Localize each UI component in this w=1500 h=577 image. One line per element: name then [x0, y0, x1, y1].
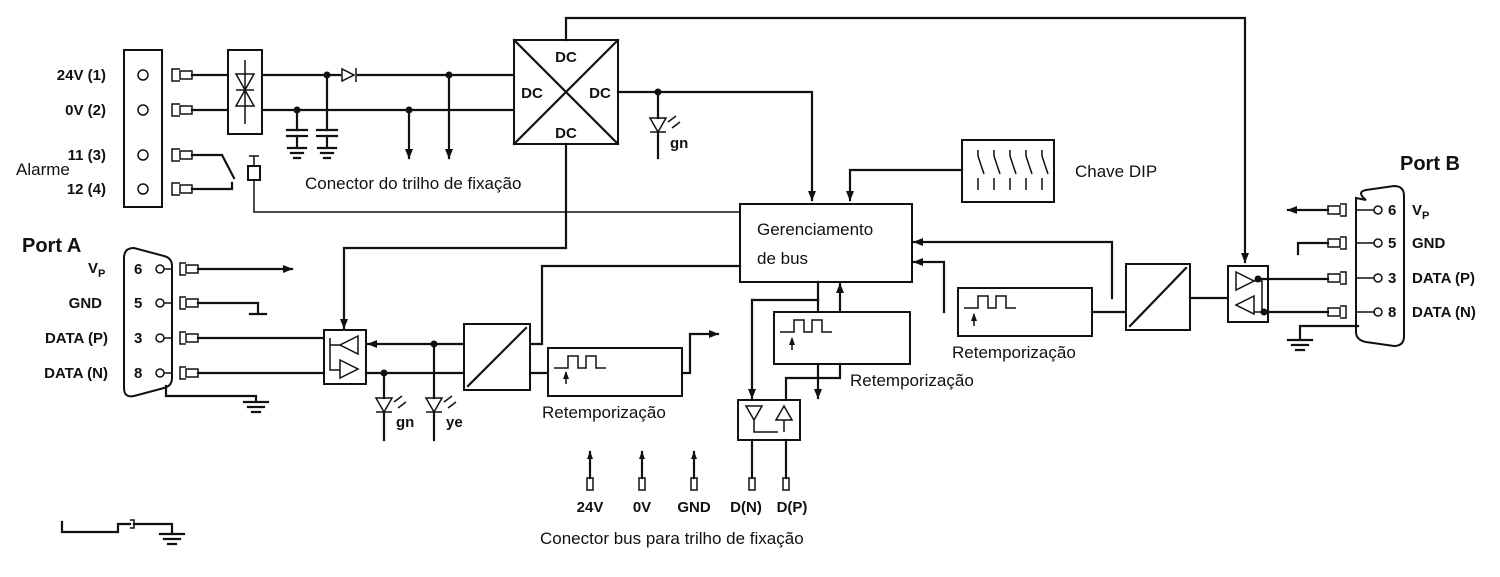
rail-connector-label: Conector do trilho de fixação — [305, 174, 521, 193]
retiming-middle-block — [773, 311, 911, 365]
retiming-middle-label: Retemporização — [850, 371, 974, 390]
port-a-pin5: 5 — [134, 295, 142, 312]
port-b-connector — [1355, 184, 1405, 348]
port-a-pin8: 8 — [134, 365, 142, 382]
bus-management-block — [739, 203, 913, 283]
bus-pin-gnd: GND — [677, 499, 711, 516]
port-b-gnd-label: GND — [1412, 235, 1446, 252]
bus-pin-dn: D(N) — [730, 499, 762, 516]
surge-protection — [227, 49, 263, 135]
terminal-11-label: 11 (3) — [68, 147, 106, 164]
alarm-relay-icon — [247, 155, 740, 213]
port-a-yellow-led-label: ye — [446, 414, 463, 431]
terminal-24v-label: 24V (1) — [57, 67, 106, 84]
port-a-gnd-label: GND — [69, 295, 103, 312]
port-b-title: Port B — [1400, 153, 1460, 175]
port-a-pin6: 6 — [134, 261, 142, 278]
port-a-transceiver — [323, 329, 367, 385]
port-a-plugs — [179, 262, 199, 380]
port-b-pin8: 8 — [1388, 304, 1396, 321]
converter-right-label: DC — [589, 85, 611, 102]
rail-ground-legend-icon — [60, 519, 186, 546]
port-b-isolator — [1125, 263, 1191, 331]
port-a-green-led-label: gn — [396, 414, 414, 431]
port-a-title: Port A — [22, 235, 81, 257]
capacitor-left-icon — [285, 108, 309, 160]
power-led-icon — [648, 90, 681, 160]
diode-icon — [341, 67, 357, 83]
bus-management-line2: de bus — [757, 249, 808, 268]
bus-connector-pins — [586, 450, 790, 491]
port-a-green-led-icon — [374, 371, 407, 442]
port-b-pin5: 5 — [1388, 235, 1396, 252]
retiming-b-block — [957, 287, 1093, 337]
port-a-connector — [123, 246, 173, 398]
port-b-pin6: 6 — [1388, 202, 1396, 219]
bus-connector-label: Conector bus para trilho de fixação — [540, 529, 804, 548]
port-a-yellow-led-icon — [424, 342, 457, 442]
port-b-vp-label: VP — [1412, 202, 1429, 222]
supply-plugs — [171, 68, 193, 196]
port-b-plugs — [1327, 203, 1347, 319]
port-a-isolator — [463, 323, 531, 391]
port-b-pin3: 3 — [1388, 270, 1396, 287]
power-led-label: gn — [670, 135, 688, 152]
dip-switch — [961, 139, 1055, 203]
bus-pin-dp: D(P) — [777, 499, 808, 516]
terminal-0v-label: 0V (2) — [65, 102, 106, 119]
port-b-datap-label: DATA (P) — [1412, 270, 1475, 287]
bus-pin-0v: 0V — [633, 499, 651, 516]
port-a-datan-label: DATA (N) — [44, 365, 108, 382]
bus-connector-transceiver — [737, 399, 801, 441]
converter-bottom-label: DC — [555, 125, 577, 142]
port-b-datan-label: DATA (N) — [1412, 304, 1476, 321]
port-a-datap-label: DATA (P) — [45, 330, 108, 347]
bus-pin-24v: 24V — [577, 499, 604, 516]
port-a-vp-label: VP — [88, 260, 105, 280]
retiming-b-label: Retemporização — [952, 343, 1076, 362]
terminal-12-label: 12 (4) — [67, 181, 106, 198]
bus-management-line1: Gerenciamento — [757, 220, 873, 239]
converter-top-label: DC — [555, 49, 577, 66]
retiming-a-block — [547, 347, 683, 397]
supply-terminal-block — [123, 49, 163, 208]
port-a-pin3: 3 — [134, 330, 142, 347]
converter-left-label: DC — [521, 85, 543, 102]
alarm-label: Alarme — [16, 160, 70, 179]
retiming-a-label: Retemporização — [542, 403, 666, 422]
dip-switch-label: Chave DIP — [1075, 162, 1157, 181]
capacitor-right-icon — [315, 73, 339, 160]
